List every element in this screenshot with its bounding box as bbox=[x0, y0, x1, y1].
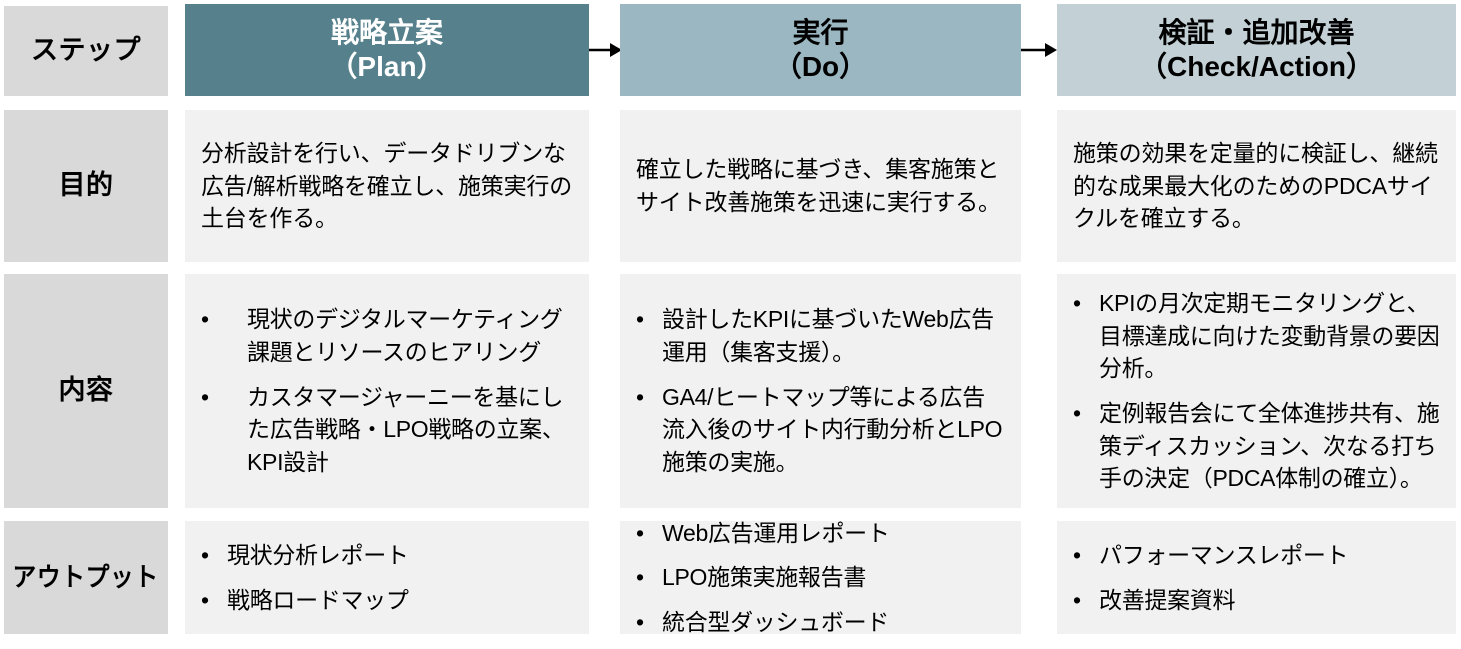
cell-output-plan: • 現状分析レポート • 戦略ロードマップ bbox=[185, 521, 589, 634]
list-item: • 戦略ロードマップ bbox=[201, 584, 575, 617]
bullet-icon: • bbox=[1073, 290, 1081, 317]
list-item-text: カスタマージャーニーを基にした広告戦略・LPO戦略の立案、KPI設計 bbox=[247, 383, 565, 475]
output-check-list: • パフォーマンスレポート • 改善提案資料 bbox=[1073, 539, 1442, 616]
column-header-check-line2: （Check/Action） bbox=[1139, 51, 1374, 82]
list-item-text: 改善提案資料 bbox=[1099, 586, 1236, 613]
row-label-output: アウトプット bbox=[4, 521, 168, 634]
list-item-text: 統合型ダッシュボード bbox=[662, 608, 890, 635]
bullet-icon: • bbox=[201, 586, 209, 613]
column-header-do-line1: 実行 bbox=[792, 16, 849, 48]
bullet-icon: • bbox=[636, 306, 644, 333]
row-label-content: 内容 bbox=[4, 274, 168, 508]
row-label-purpose-text: 目的 bbox=[58, 170, 114, 201]
cell-purpose-plan-text: 分析設計を行い、データドリブンな広告/解析戦略を確立し、施策実行の土台を作る。 bbox=[201, 140, 572, 232]
list-item-text: Web広告運用レポート bbox=[662, 519, 890, 546]
column-header-check-line1: 検証・追加改善 bbox=[1158, 16, 1355, 48]
column-header-plan[interactable]: 戦略立案 （Plan） bbox=[185, 4, 589, 96]
list-item: • 統合型ダッシュボード bbox=[636, 606, 1007, 639]
cell-output-do: • Web広告運用レポート • LPO施策実施報告書 • 統合型ダッシュボード bbox=[620, 520, 1021, 635]
list-item: • LPO施策実施報告書 bbox=[636, 561, 1007, 594]
cell-purpose-check-text: 施策の効果を定量的に検証し、継続的な成果最大化のためのPDCAサイクルを確立する… bbox=[1073, 140, 1438, 232]
bullet-icon: • bbox=[636, 564, 644, 591]
row-label-output-text: アウトプット bbox=[12, 562, 160, 593]
column-header-check[interactable]: 検証・追加改善 （Check/Action） bbox=[1057, 4, 1456, 96]
row-label-content-text: 内容 bbox=[58, 375, 114, 406]
list-item: • 現状のデジタルマーケティング課題とリソースのヒアリング bbox=[201, 303, 575, 368]
bullet-icon: • bbox=[1073, 541, 1081, 568]
list-item: • パフォーマンスレポート bbox=[1073, 539, 1442, 572]
list-item-text: 設計したKPIに基づいたWeb広告運用（集客支援）。 bbox=[662, 306, 994, 366]
list-item: • 定例報告会にて全体進捗共有、施策ディスカッション、次なる打ち手の決定（PDC… bbox=[1073, 397, 1442, 495]
row-label-step-text: ステップ bbox=[31, 35, 141, 66]
bullet-icon: • bbox=[201, 383, 209, 410]
list-item-text: 戦略ロードマップ bbox=[227, 586, 409, 613]
output-plan-list: • 現状分析レポート • 戦略ロードマップ bbox=[201, 539, 575, 616]
list-item-text: LPO施策実施報告書 bbox=[662, 564, 867, 591]
row-label-step: ステップ bbox=[4, 6, 168, 96]
bullet-icon: • bbox=[1073, 400, 1081, 426]
content-plan-list: • 現状のデジタルマーケティング課題とリソースのヒアリング • カスタマージャー… bbox=[201, 303, 575, 478]
list-item-text: 定例報告会にて全体進捗共有、施策ディスカッション、次なる打ち手の決定（PDCA体… bbox=[1099, 400, 1440, 492]
cell-output-check: • パフォーマンスレポート • 改善提案資料 bbox=[1057, 521, 1456, 634]
column-header-plan-line2: （Plan） bbox=[329, 51, 445, 82]
arrow-plan-to-do bbox=[589, 36, 622, 64]
list-item: • Web広告運用レポート bbox=[636, 517, 1007, 550]
list-item: • KPIの月次定期モニタリングと、目標達成に向けた変動背景の要因分析。 bbox=[1073, 287, 1442, 385]
cell-purpose-check: 施策の効果を定量的に検証し、継続的な成果最大化のためのPDCAサイクルを確立する… bbox=[1057, 110, 1456, 262]
list-item-text: 現状のデジタルマーケティング課題とリソースのヒアリング bbox=[247, 306, 563, 366]
cell-purpose-do: 確立した戦略に基づき、集客施策とサイト改善施策を迅速に実行する。 bbox=[620, 110, 1021, 262]
bullet-icon: • bbox=[201, 306, 209, 333]
content-do-list: • 設計したKPIに基づいたWeb広告運用（集客支援）。 • GA4/ヒートマッ… bbox=[636, 303, 1007, 478]
list-item: • 改善提案資料 bbox=[1073, 584, 1442, 617]
bullet-icon: • bbox=[636, 608, 644, 635]
cell-content-plan: • 現状のデジタルマーケティング課題とリソースのヒアリング • カスタマージャー… bbox=[185, 274, 589, 508]
cell-content-check: • KPIの月次定期モニタリングと、目標達成に向けた変動背景の要因分析。 • 定… bbox=[1057, 274, 1456, 508]
cell-purpose-plan: 分析設計を行い、データドリブンな広告/解析戦略を確立し、施策実行の土台を作る。 bbox=[185, 110, 589, 262]
column-header-plan-line1: 戦略立案 bbox=[330, 16, 443, 48]
list-item: • GA4/ヒートマップ等による広告流入後のサイト内行動分析とLPO施策の実施。 bbox=[636, 381, 1007, 479]
column-header-do-line2: （Do） bbox=[773, 51, 868, 82]
bullet-icon: • bbox=[636, 519, 644, 546]
row-label-purpose: 目的 bbox=[4, 110, 168, 262]
list-item-text: パフォーマンスレポート bbox=[1099, 541, 1349, 568]
bullet-icon: • bbox=[1073, 586, 1081, 613]
content-check-list: • KPIの月次定期モニタリングと、目標達成に向けた変動背景の要因分析。 • 定… bbox=[1073, 287, 1442, 495]
cell-content-do: • 設計したKPIに基づいたWeb広告運用（集客支援）。 • GA4/ヒートマッ… bbox=[620, 274, 1021, 508]
cell-purpose-do-text: 確立した戦略に基づき、集客施策とサイト改善施策を迅速に実行する。 bbox=[636, 156, 1001, 215]
output-do-list: • Web広告運用レポート • LPO施策実施報告書 • 統合型ダッシュボード bbox=[636, 517, 1007, 639]
list-item-text: KPIの月次定期モニタリングと、目標達成に向けた変動背景の要因分析。 bbox=[1099, 290, 1440, 382]
bullet-icon: • bbox=[201, 541, 209, 568]
list-item: • カスタマージャーニーを基にした広告戦略・LPO戦略の立案、KPI設計 bbox=[201, 381, 575, 479]
arrow-do-to-check bbox=[1021, 36, 1057, 64]
list-item-text: GA4/ヒートマップ等による広告流入後のサイト内行動分析とLPO施策の実施。 bbox=[662, 383, 1003, 475]
list-item: • 現状分析レポート bbox=[201, 539, 575, 572]
bullet-icon: • bbox=[636, 383, 644, 410]
list-item-text: 現状分析レポート bbox=[227, 541, 409, 568]
list-item: • 設計したKPIに基づいたWeb広告運用（集客支援）。 bbox=[636, 303, 1007, 368]
column-header-do[interactable]: 実行 （Do） bbox=[620, 4, 1021, 96]
